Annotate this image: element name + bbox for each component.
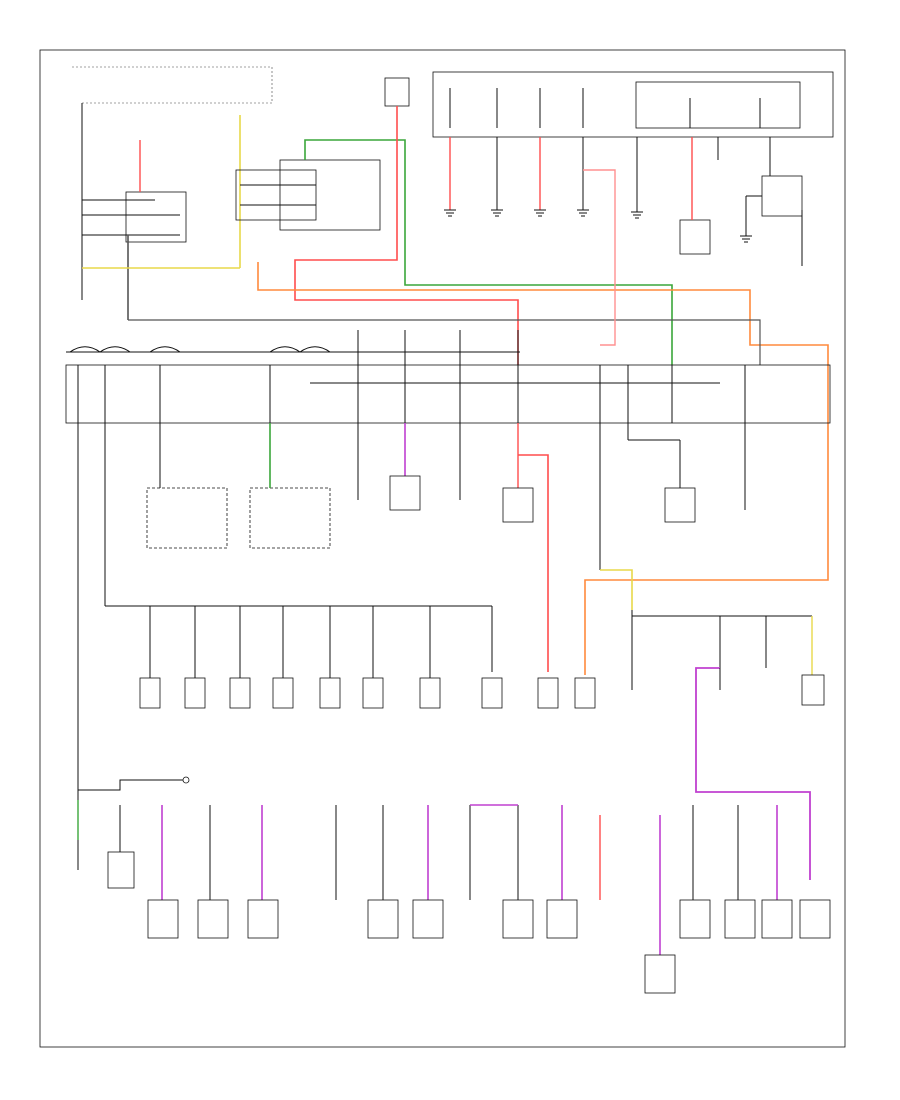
component-middle-1 xyxy=(389,475,421,511)
fuse-row-busbar xyxy=(66,346,720,384)
top-left-dashed-box xyxy=(72,66,273,104)
purple-wire-right xyxy=(695,667,811,880)
fuse-drops xyxy=(77,330,746,423)
bottom-drops xyxy=(119,805,778,955)
ignition-switch xyxy=(128,106,829,675)
right-headlamp-module xyxy=(249,487,331,549)
left-headlamp-module xyxy=(146,487,228,549)
top-grounds xyxy=(444,137,643,219)
component-right-middle xyxy=(801,674,825,706)
component-middle-2 xyxy=(502,487,534,523)
main-fuse-box xyxy=(65,364,831,424)
pink-wire-top xyxy=(583,169,616,346)
middle-drops xyxy=(149,606,431,678)
middle-components xyxy=(139,677,596,709)
relay-box-right xyxy=(761,175,803,217)
top-fuses xyxy=(449,88,761,128)
diagram-frame xyxy=(39,49,846,1048)
component-middle-3 xyxy=(664,487,696,523)
engine-fuse-box xyxy=(432,71,834,138)
component-box-a xyxy=(679,219,711,255)
relay-box-top-right xyxy=(635,81,801,129)
bottom-components xyxy=(107,851,831,994)
top-left-relays xyxy=(81,103,317,320)
battery-box xyxy=(384,77,410,107)
